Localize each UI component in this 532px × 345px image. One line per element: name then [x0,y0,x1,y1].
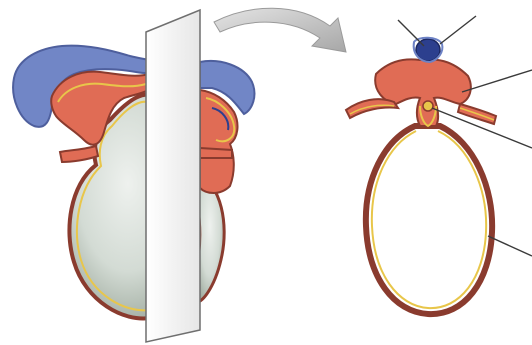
callout-line-3 [462,70,532,92]
section-yolk-wall [366,126,492,314]
yolk-sac-back [198,175,224,302]
stalk-right [200,148,232,158]
cross-section [346,38,496,314]
curved-arrow-icon [214,8,346,52]
embryo-3d [13,10,254,342]
section-wing-left [346,99,398,118]
section-mesoderm [375,59,471,126]
callout-line-1 [398,20,424,46]
section-plane [146,10,200,342]
section-notochord [423,101,433,111]
allantois-stalk [60,146,98,162]
callout-line-5 [488,236,532,256]
callout-line-2 [440,16,476,44]
